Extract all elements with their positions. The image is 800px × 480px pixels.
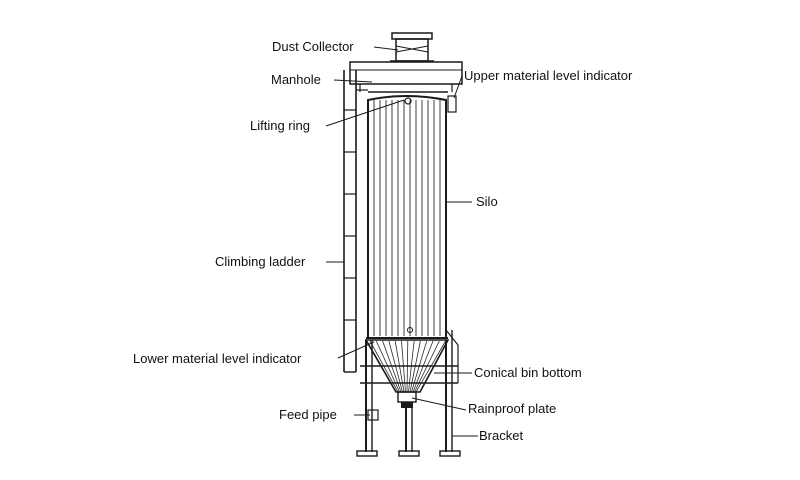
roof-platform <box>349 61 463 113</box>
label-climbing-ladder: Climbing ladder <box>215 254 306 269</box>
label-bracket: Bracket <box>479 428 524 443</box>
label-dust-collector: Dust Collector <box>272 39 354 54</box>
label-lifting-ring: Lifting ring <box>250 118 310 133</box>
conical-bottom-shape <box>364 339 450 408</box>
label-lower-material-level-indicator: Lower material level indicator <box>133 351 302 366</box>
label-upper-material-level-indicator: Upper material level indicator <box>464 68 633 83</box>
leader-lines <box>325 46 478 437</box>
label-silo: Silo <box>476 194 498 209</box>
dust-collector-shape <box>390 32 434 62</box>
silo-body <box>366 95 448 339</box>
bracket-shape <box>356 329 461 457</box>
climbing-ladder-shape <box>343 70 368 373</box>
label-conical-bin-bottom: Conical bin bottom <box>474 365 582 380</box>
label-feed-pipe: Feed pipe <box>279 407 337 422</box>
label-manhole: Manhole <box>271 72 321 87</box>
label-rainproof-plate: Rainproof plate <box>468 401 557 416</box>
